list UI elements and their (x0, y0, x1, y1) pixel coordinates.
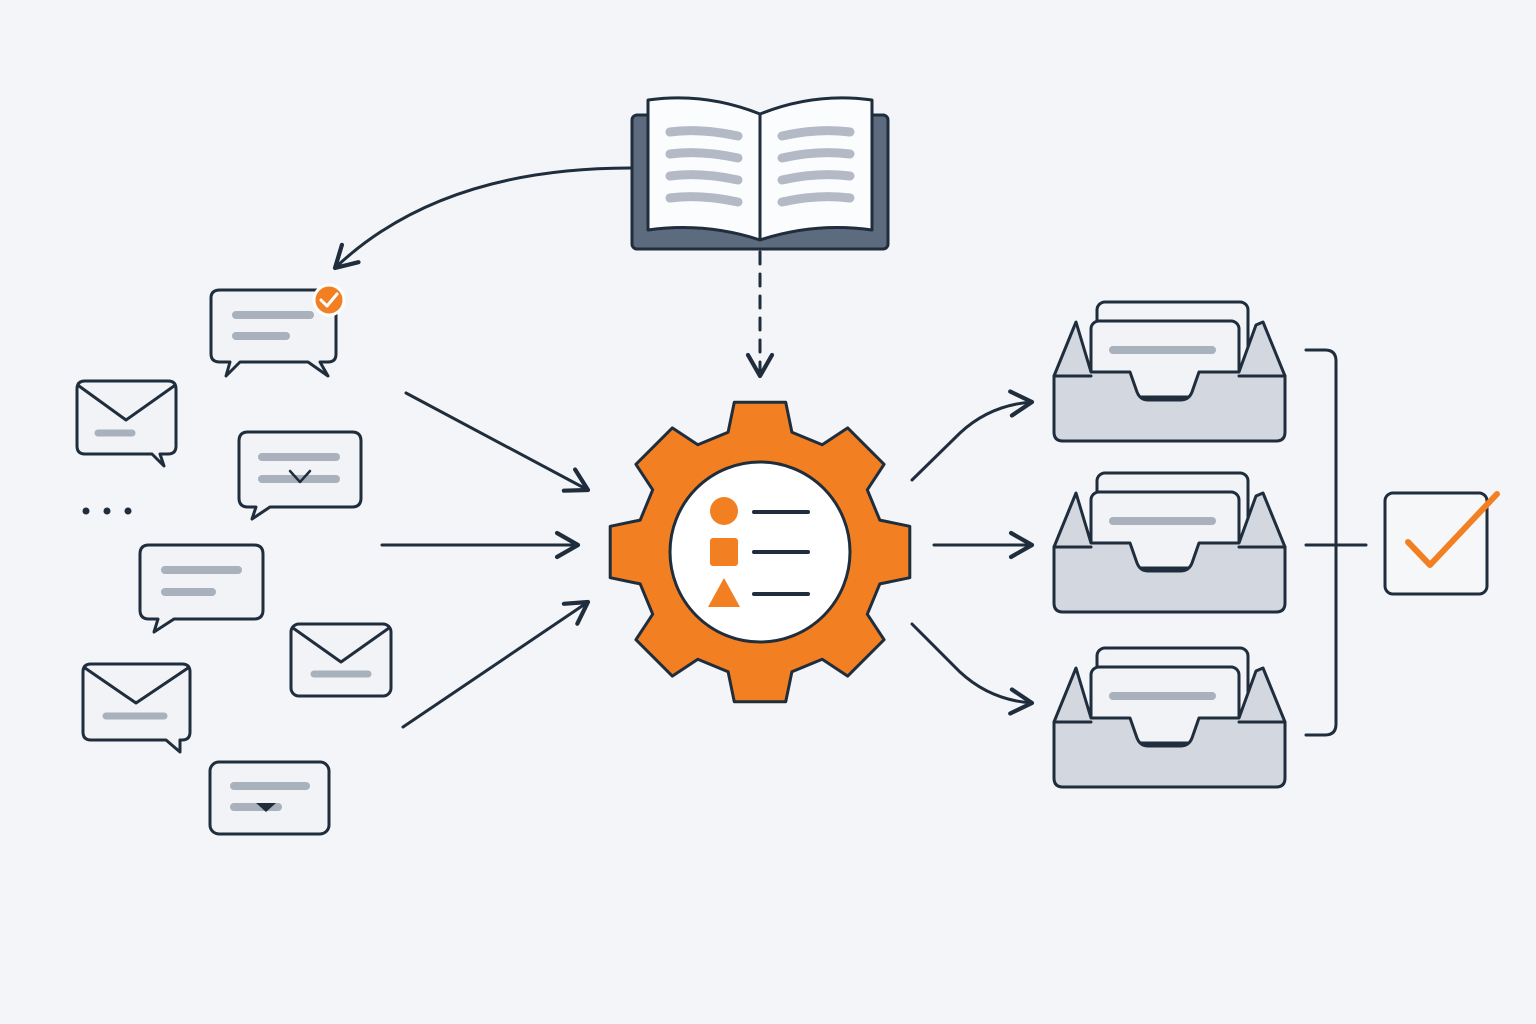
chat-bubble-icon (138, 543, 265, 634)
open-book-icon (630, 96, 890, 251)
arrow-inputs-to-gear-top (404, 391, 591, 493)
arrow-inputs-to-gear-bottom (401, 599, 591, 729)
envelope-icon (81, 662, 192, 754)
chat-bubble-icon (209, 288, 338, 378)
checkbox-checked-icon (1383, 491, 1500, 596)
check-badge-icon (312, 283, 346, 317)
arrow-gear-to-tray-top (910, 389, 1035, 482)
chat-bubble-icon (208, 760, 331, 836)
shape-list-icon (708, 497, 810, 607)
inbox-tray-icon (1052, 300, 1287, 443)
arrow-gear-to-tray-bottom (910, 622, 1035, 716)
chat-bubble-icon (237, 430, 363, 521)
bracket-connector (1304, 348, 1368, 737)
envelope-icon (75, 379, 178, 468)
envelope-icon (289, 622, 393, 698)
arrow-book-to-message (332, 166, 632, 271)
ellipsis-icon (82, 507, 132, 515)
